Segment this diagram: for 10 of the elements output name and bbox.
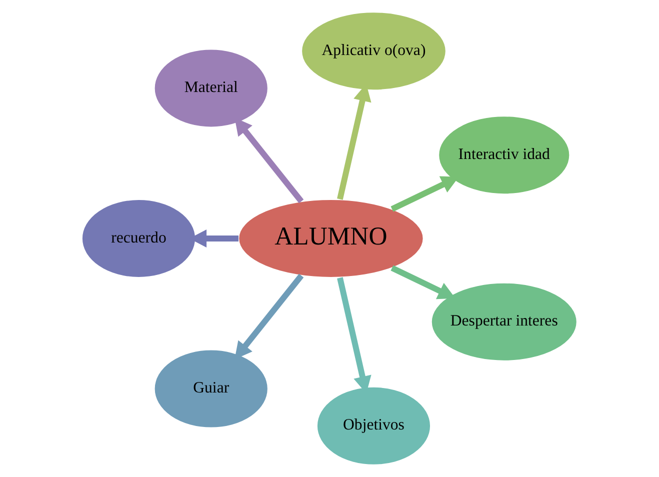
arrow bbox=[234, 118, 304, 204]
arrow bbox=[234, 274, 304, 360]
node-ellipse: Material bbox=[154, 48, 268, 128]
node-ellipse: Guiar bbox=[154, 349, 268, 428]
arrow bbox=[390, 265, 456, 300]
node-ellipse: recuerdo bbox=[81, 199, 196, 278]
node-ellipse: ALUMNO bbox=[238, 199, 424, 278]
arrow bbox=[390, 176, 459, 212]
node-ellipse: Aplicativ o(ova) bbox=[301, 12, 446, 91]
node-ellipse: Objetivos bbox=[316, 386, 432, 466]
